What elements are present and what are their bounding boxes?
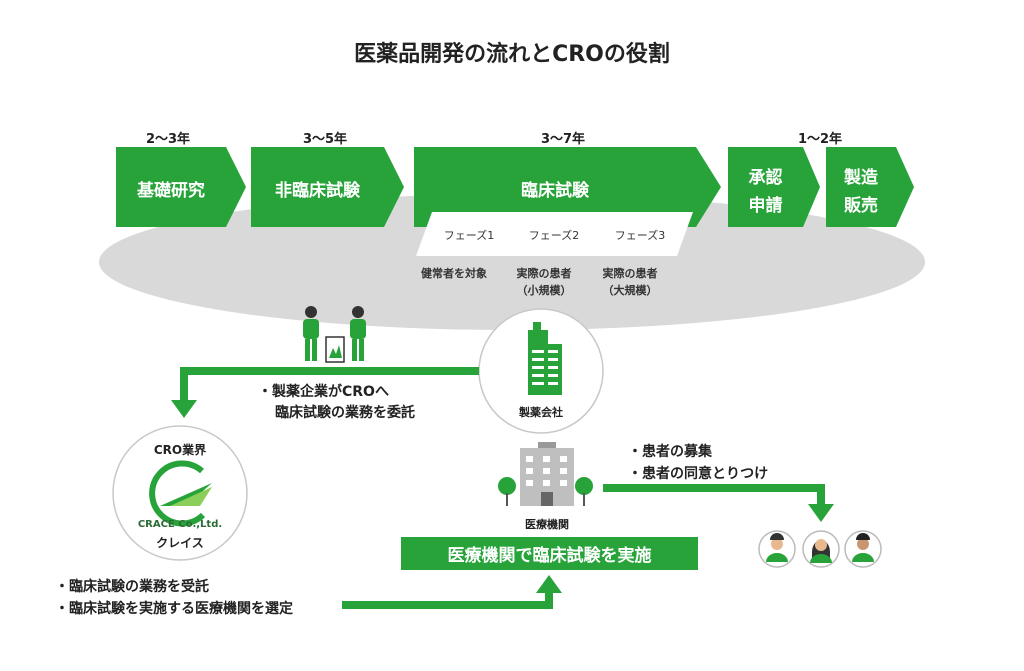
phase-box-3	[587, 212, 693, 256]
stage-label-approval-2: 申請	[748, 196, 783, 216]
duration-clinical: 3〜7年	[540, 132, 586, 147]
stage-arrow-sales	[826, 147, 914, 227]
stage-label-nonclinical: 非臨床試験	[275, 181, 360, 201]
phase-label-1: フェーズ1	[443, 229, 495, 242]
hospital-icon	[498, 442, 593, 506]
phase-label-2: フェーズ2	[528, 229, 580, 242]
arrow-cro-to-hospital	[342, 591, 553, 609]
pharma-label: 製薬会社	[519, 406, 563, 419]
cro-industry-label: CRO業界	[153, 443, 207, 457]
phase-box-2	[501, 212, 607, 256]
clinical-trial-banner: 医療機関で臨床試験を実施	[401, 537, 698, 570]
patient-avatar	[844, 530, 882, 568]
phase-box-1	[416, 212, 522, 256]
stage-label-basic: 基礎研究	[137, 181, 205, 201]
stage-label-clinical: 臨床試験	[521, 181, 589, 201]
patient-note-2: ・患者の同意とりつけ	[628, 466, 769, 482]
stage-label-sales-2: 販売	[844, 196, 878, 216]
arrow-pharma-to-cro	[180, 367, 479, 402]
phase-label-3: フェーズ3	[614, 229, 666, 242]
stage-arrow-approval	[728, 147, 820, 227]
cro-circle	[112, 425, 248, 561]
phase-target-2: 実際の患者	[516, 267, 572, 280]
phase-target-3: 実際の患者	[602, 267, 658, 280]
consign-note-2: 臨床試験の業務を委託	[275, 405, 415, 421]
stage-arrow-clinical	[414, 147, 721, 227]
patient-avatar	[802, 530, 840, 568]
crace-logo-text: CRACE Co.,Ltd.	[137, 519, 223, 530]
researchers-illustration	[303, 306, 366, 363]
phase-target-1: 健常者を対象	[421, 267, 487, 280]
stage-label-approval-1: 承認	[748, 168, 783, 188]
duration-nonclinical: 3〜5年	[302, 132, 348, 147]
cro-name: クレイス	[156, 536, 204, 550]
duration-approval-sales: 1〜2年	[797, 132, 843, 147]
development-oval	[99, 194, 925, 330]
phase-target-2-sub: （小規模）	[516, 284, 572, 297]
stage-label-sales-1: 製造	[844, 168, 878, 188]
cro-note-1: ・臨床試験の業務を受託	[55, 579, 209, 595]
consign-note-1: ・製薬企業がCROへ	[258, 384, 389, 400]
phase-target-3-sub: （大規模）	[602, 284, 658, 297]
patient-avatar	[758, 530, 796, 568]
page-title: 医薬品開発の流れとCROの役割	[354, 42, 670, 67]
cro-note-2: ・臨床試験を実施する医療機関を選定	[55, 601, 293, 617]
stage-arrow-basic	[116, 147, 246, 227]
hospital-label: 医療機関	[525, 518, 569, 531]
duration-basic: 2〜3年	[145, 132, 191, 147]
patient-note-1: ・患者の募集	[628, 444, 712, 460]
arrow-hospital-to-patients	[603, 484, 825, 506]
crace-logo-icon	[149, 460, 212, 527]
building-icon	[528, 322, 562, 395]
stage-arrow-nonclinical	[251, 147, 404, 227]
